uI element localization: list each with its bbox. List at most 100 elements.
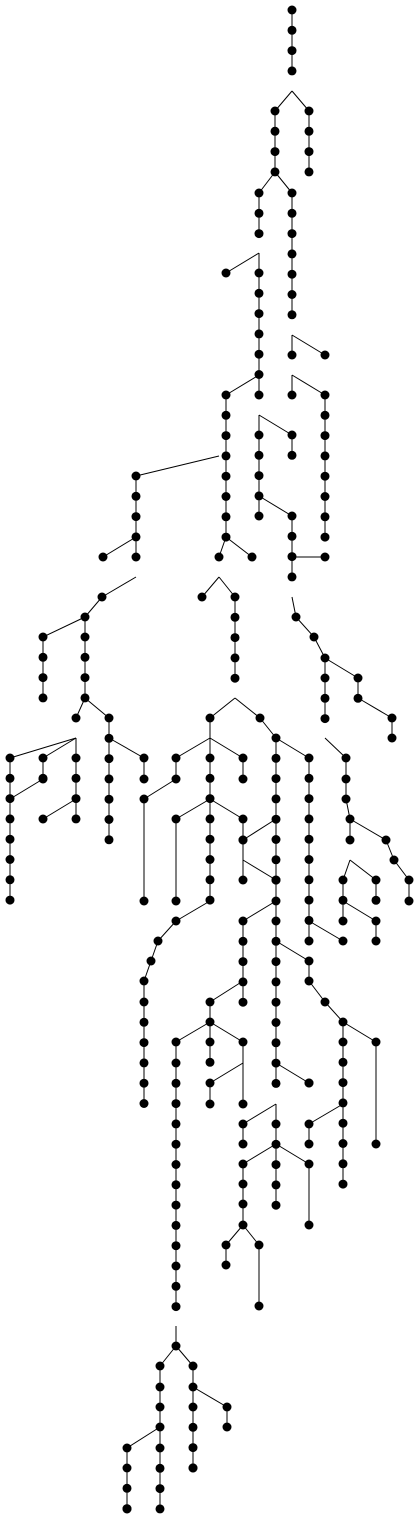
tree-edge xyxy=(258,414,293,436)
tree-node xyxy=(222,1402,232,1412)
tree-node xyxy=(287,572,297,582)
tree-node xyxy=(345,835,355,845)
tree-node xyxy=(304,956,314,966)
tree-node xyxy=(271,1058,281,1068)
tree-node xyxy=(338,1037,348,1047)
tree-node xyxy=(287,310,297,320)
tree-node xyxy=(304,875,314,885)
tree-edge xyxy=(135,455,220,477)
tree-node xyxy=(131,532,141,542)
tree-edge xyxy=(42,798,77,820)
tree-edge xyxy=(209,697,236,719)
tree-node xyxy=(271,1018,281,1027)
tree-node xyxy=(155,1422,165,1432)
tree-node xyxy=(230,592,240,602)
tree-node xyxy=(287,46,297,56)
tree-node xyxy=(254,268,264,278)
tree-node xyxy=(304,814,314,824)
tree-node xyxy=(338,936,348,946)
tree-node xyxy=(287,290,297,299)
tree-node xyxy=(238,1199,248,1209)
tree-edge xyxy=(242,859,277,881)
tree-node xyxy=(139,997,149,1007)
tree-node xyxy=(155,1402,165,1412)
tree-node xyxy=(287,188,297,198)
tree-node xyxy=(238,1220,248,1230)
tree-node xyxy=(304,976,314,986)
tree-node xyxy=(5,773,15,783)
tree-node xyxy=(338,916,348,926)
tree-node xyxy=(80,673,90,683)
tree-node xyxy=(5,855,15,864)
tree-node xyxy=(320,350,330,360)
tree-node xyxy=(5,794,15,804)
tree-edge xyxy=(291,374,326,396)
tree-node xyxy=(271,936,281,946)
tree-node xyxy=(404,896,414,906)
tree-node xyxy=(287,249,297,259)
tree-node xyxy=(205,794,215,804)
tree-node xyxy=(371,875,381,885)
tree-node xyxy=(214,552,224,562)
tree-node xyxy=(80,693,90,703)
tree-node xyxy=(271,875,281,885)
tree-node xyxy=(188,1402,198,1412)
tree-node xyxy=(238,875,248,885)
tree-node xyxy=(338,1078,348,1088)
tree-node xyxy=(104,815,114,824)
tree-node xyxy=(271,835,281,844)
tree-node xyxy=(320,653,330,663)
tree-node xyxy=(155,1382,165,1392)
tree-node xyxy=(271,774,281,784)
tree-node xyxy=(338,895,348,905)
tree-edge xyxy=(42,737,77,759)
tree-node xyxy=(287,229,297,239)
tree-node xyxy=(205,1099,215,1109)
tree-node xyxy=(131,471,141,481)
tree-node xyxy=(320,512,330,522)
tree-node xyxy=(146,956,156,966)
tree-node xyxy=(80,652,90,662)
tree-node xyxy=(287,66,297,76)
tree-node xyxy=(320,532,330,542)
tree-node xyxy=(254,471,264,481)
tree-node xyxy=(238,977,248,987)
tree-node xyxy=(104,713,114,723)
tree-node xyxy=(188,1361,198,1371)
tree-node xyxy=(38,773,48,783)
tree-edge xyxy=(209,1021,244,1043)
tree-node xyxy=(238,957,248,967)
tree-node xyxy=(254,188,264,198)
tree-node xyxy=(271,977,281,987)
tree-edge xyxy=(274,171,293,194)
tree-node xyxy=(287,25,297,35)
tree-node xyxy=(287,350,297,360)
tree-node xyxy=(205,773,215,783)
tree-node xyxy=(254,309,264,319)
tree-node xyxy=(205,895,215,905)
tree-node xyxy=(271,896,281,906)
tree-node xyxy=(304,1220,314,1230)
tree-node xyxy=(71,753,81,763)
tree-node xyxy=(38,673,48,683)
tree-node xyxy=(254,208,264,218)
tree-edge xyxy=(242,900,277,922)
tree-node xyxy=(304,936,314,946)
tree-node xyxy=(338,1159,348,1169)
tree-node xyxy=(221,451,231,461)
tree-node xyxy=(254,229,264,239)
tree-node xyxy=(104,754,114,764)
tree-node xyxy=(188,1443,198,1453)
tree-node xyxy=(271,997,281,1007)
tree-edge xyxy=(209,798,244,820)
tree-node xyxy=(238,814,248,824)
tree-node xyxy=(104,835,114,845)
tree-node xyxy=(188,1463,198,1473)
tree-node xyxy=(371,936,381,946)
tree-node xyxy=(338,1118,348,1128)
tree-node xyxy=(171,753,181,763)
tree-node xyxy=(287,511,297,521)
tree-edge xyxy=(102,536,137,558)
tree-edge xyxy=(225,536,253,558)
tree-node xyxy=(139,896,149,906)
